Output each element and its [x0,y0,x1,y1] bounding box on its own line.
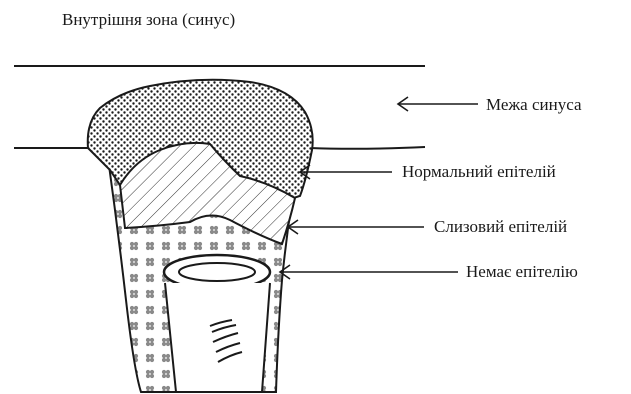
implant-inner-tube [165,283,270,392]
implant-inner-oval-inner [179,263,255,281]
arrow-mucous-epithelium [288,220,424,234]
label-normal-epithelium: Нормальний епітелій [402,162,556,182]
diagram-title: Внутрішня зона (синус) [62,10,235,30]
label-mucous-epithelium: Слизовий епітелій [434,217,567,237]
label-no-epithelium: Немає епітелію [466,262,578,282]
label-sinus-border: Межа синуса [486,95,582,115]
arrow-sinus-border [398,97,478,111]
arrow-normal-epithelium [300,165,392,179]
arrow-no-epithelium [280,265,458,279]
